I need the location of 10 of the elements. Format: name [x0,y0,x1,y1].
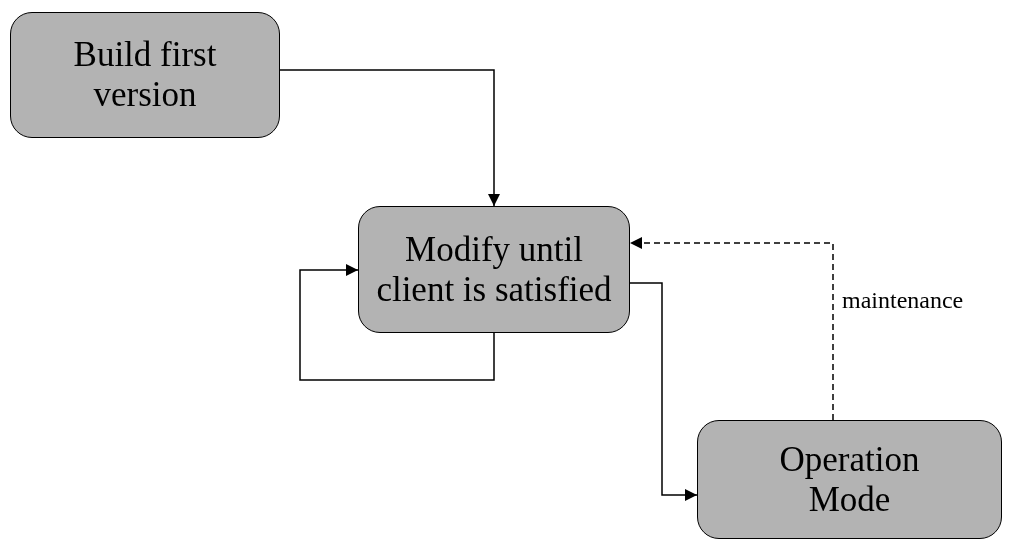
process-box [358,206,630,333]
process-box [697,420,1002,539]
process-box [10,12,280,138]
box-label: Build first version [72,35,218,115]
arrow [299,264,495,381]
box-label: Modify until client is satisfied [375,229,613,310]
arrow [629,282,698,501]
box-label: Operation Mode [778,439,921,520]
arrow [279,69,500,207]
arrow [629,237,834,421]
